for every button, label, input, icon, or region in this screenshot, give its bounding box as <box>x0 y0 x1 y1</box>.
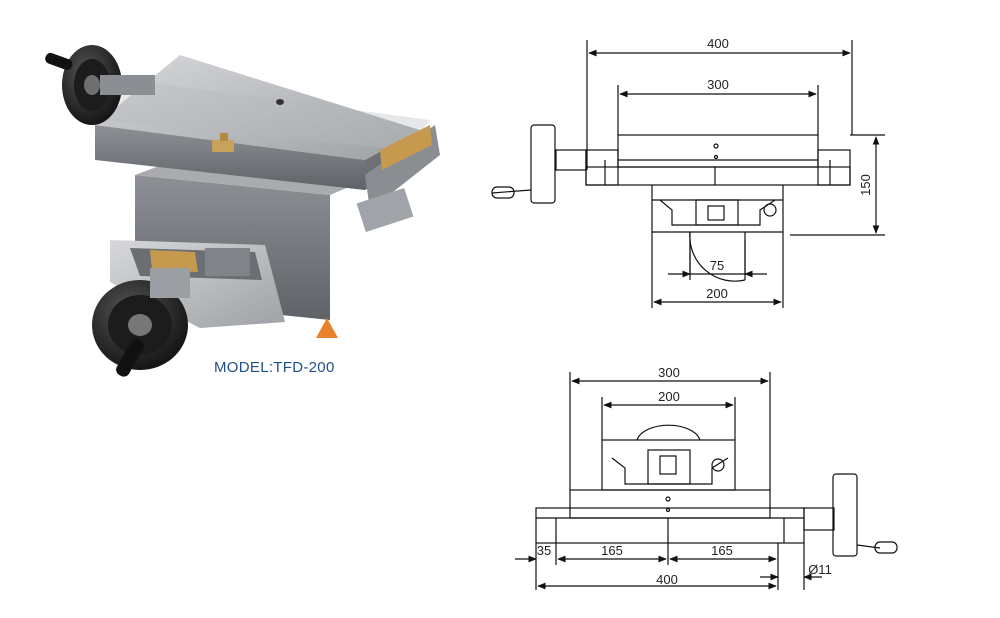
warning-triangle-icon <box>316 318 338 338</box>
dim-overall-length: 400 <box>707 36 729 51</box>
dim-slot-right: 165 <box>711 543 733 558</box>
side-view-drawing <box>515 372 898 590</box>
dim-height: 150 <box>858 174 873 196</box>
handwheel-icon <box>92 280 188 377</box>
dim-slide-width: 200 <box>658 389 680 404</box>
dim-slide-inner: 75 <box>710 258 724 273</box>
dim-end: 35 <box>537 543 551 558</box>
dim-slot-left: 165 <box>601 543 623 558</box>
product-photo <box>45 45 440 377</box>
dim-table-width: 300 <box>658 365 680 380</box>
table-top <box>95 55 420 160</box>
model-label: MODEL:TFD-200 <box>214 359 335 376</box>
dim-overall: 400 <box>656 572 678 587</box>
dim-table-length: 300 <box>707 77 729 92</box>
front-view-drawing <box>491 40 885 308</box>
dim-base-width: 200 <box>706 286 728 301</box>
dim-hole: Ø11 <box>808 562 832 577</box>
handwheel-icon <box>45 45 155 125</box>
